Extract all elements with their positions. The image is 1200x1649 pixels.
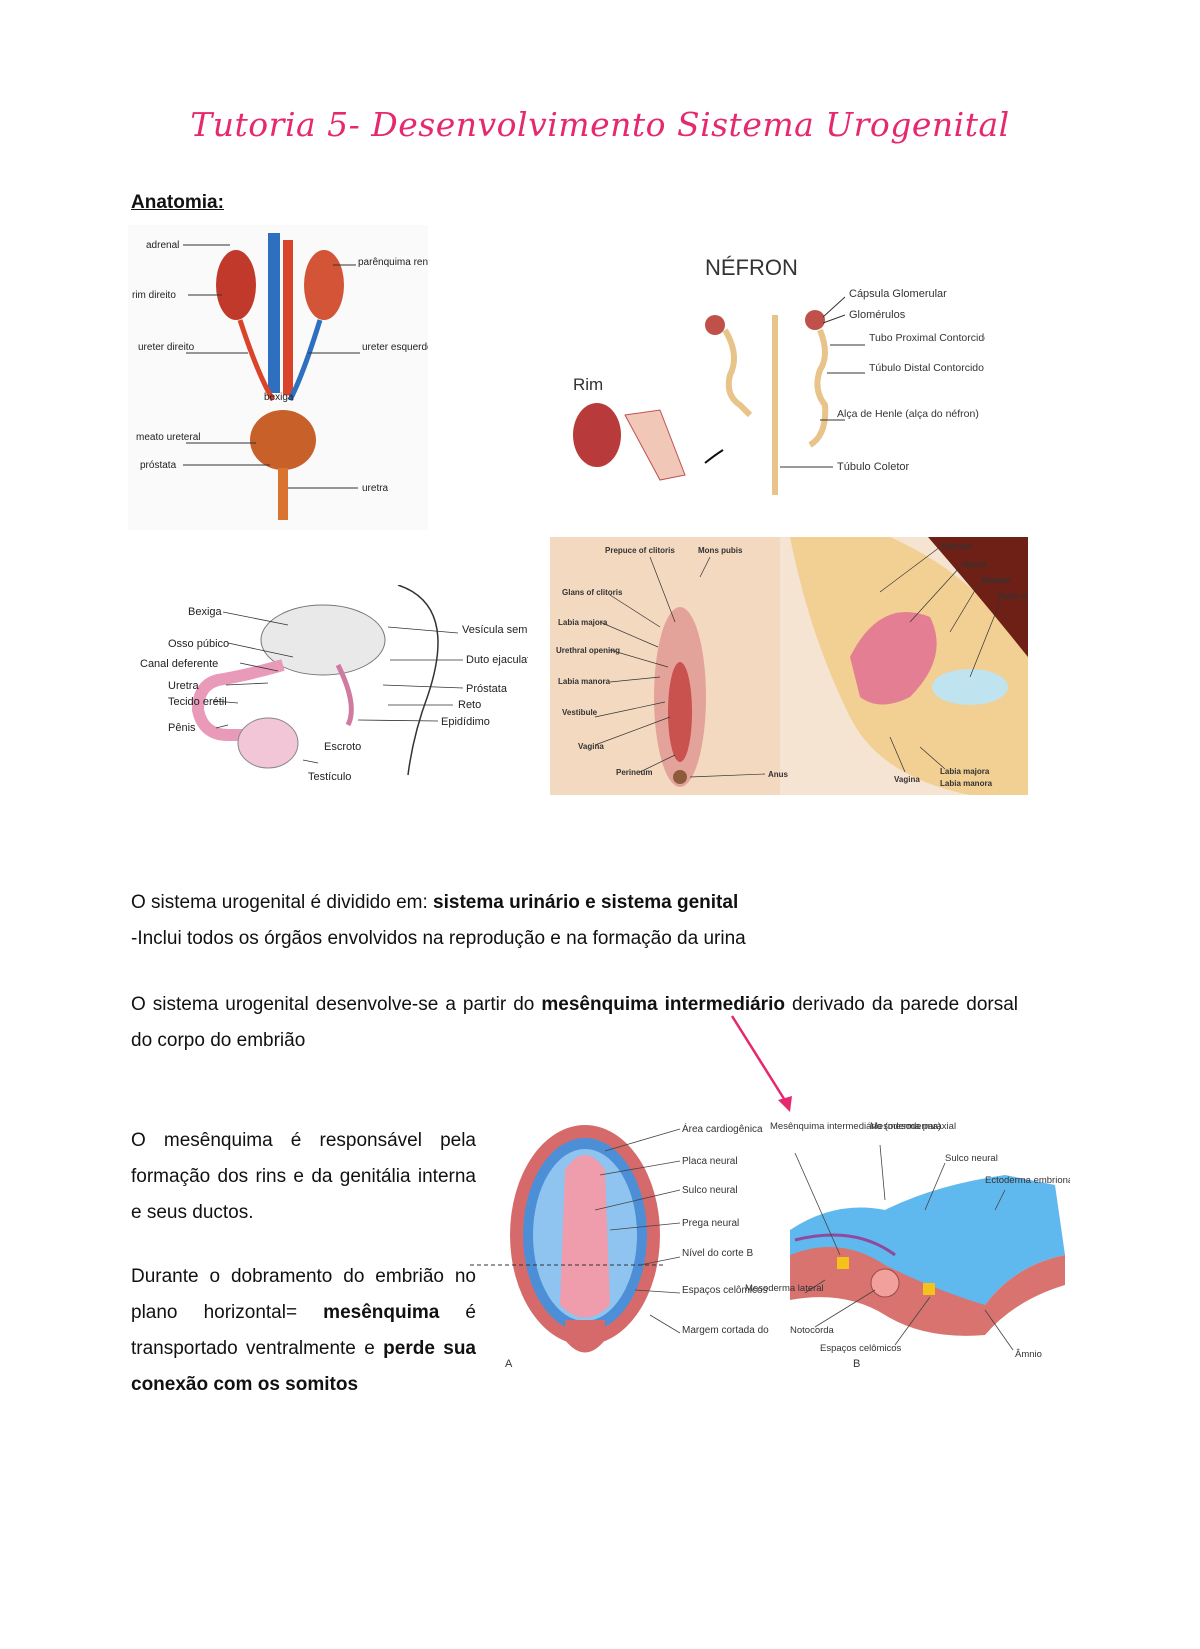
label-ureter-esquerdo: ureter esquerdo	[362, 342, 428, 353]
label-labia-majora-sag: Labia majora	[940, 767, 990, 776]
label-epididimo: Epidídimo	[441, 716, 490, 728]
p1-bold: sistema urinário e sistema genital	[433, 892, 739, 913]
label-ectoderma: Ectoderma embrionário	[985, 1175, 1070, 1186]
label-tecido-eretil: Tecido erétil	[168, 696, 227, 708]
label-penis: Pênis	[168, 722, 196, 734]
embryo-dorsal-figure: Área cardiogênica Placa neural Sulco neu…	[470, 1122, 770, 1370]
label-sulco-neural-a: Sulco neural	[682, 1185, 738, 1196]
notochord-shape	[870, 1268, 900, 1298]
neural-plate	[560, 1155, 610, 1318]
label-rectum: Rectum	[942, 542, 971, 551]
bladder-shape-f	[932, 669, 1008, 705]
label-lateral: Mesoderma lateral	[745, 1283, 824, 1294]
label-tubulo-distal: Túbulo Distal Contorcido	[869, 362, 984, 374]
label-meato: meato ureteral	[136, 432, 200, 443]
label-vagina: Vagina	[578, 742, 604, 751]
label-labia-manora: Labia manora	[558, 677, 611, 686]
label-prega-neural: Prega neural	[682, 1218, 739, 1229]
label-vestibule: Vestibule	[562, 708, 598, 717]
label-reto: Reto	[458, 699, 481, 711]
nephron-title: NÉFRON	[705, 255, 798, 280]
right-kidney-shape	[216, 250, 256, 320]
label-paraxial: Mesoderma paraxial	[870, 1121, 956, 1132]
label-vagina-sag: Vagina	[894, 775, 920, 784]
nephron-figure: NÉFRON Rim Cápsula Glomerular Glomérulos…	[573, 255, 985, 495]
kidney-label: Rim	[573, 375, 603, 394]
label-duto: Duto ejaculatório	[466, 654, 528, 666]
label-labia-majora: Labia majora	[558, 618, 608, 627]
section-heading: Anatomia:	[131, 192, 224, 213]
label-bladder: Bladder	[982, 576, 1012, 585]
testicle-shape	[237, 717, 299, 769]
female-reproductive-figure: Prepuce of clitoris Mons pubis Glans of …	[550, 537, 1028, 795]
label-parenquima: parênquima renal	[358, 257, 428, 268]
label-osso-pubico: Osso púbico	[168, 638, 229, 650]
label-prostata-m: Próstata	[466, 683, 508, 695]
label-tubulo-coletor: Túbulo Coletor	[837, 461, 909, 473]
p1-text: O sistema urogenital é dividido em:	[131, 892, 434, 913]
label-prepuce: Prepuce of clitoris	[605, 546, 675, 555]
letter-b: B	[853, 1358, 860, 1370]
label-uretra: uretra	[362, 483, 389, 494]
label-nivel-corte: Nível do corte B	[682, 1248, 753, 1259]
kidney-shape	[573, 403, 621, 467]
page-title: Tutoria 5- Desenvolvimento Sistema Uroge…	[190, 105, 1010, 144]
label-bexiga: bexiga	[264, 392, 294, 403]
paragraph-origin: O sistema urogenital desenvolve-se a par…	[131, 994, 1018, 1051]
label-glomerulos: Glomérulos	[849, 309, 906, 321]
label-labia-manora-sag: Labia manora	[940, 779, 993, 788]
label-prostata: próstata	[140, 460, 177, 471]
pink-arrow	[730, 1015, 792, 1112]
male-reproductive-figure: Bexiga Osso púbico Canal deferente Uretr…	[140, 585, 528, 783]
p3-bold: mesênquima intermediário	[541, 994, 785, 1015]
label-adrenal: adrenal	[146, 240, 179, 251]
label-capsula: Cápsula Glomerular	[849, 288, 947, 300]
label-area-cardiogenica: Área cardiogênica	[682, 1122, 763, 1135]
label-bexiga-m: Bexiga	[188, 606, 223, 618]
label-canal-deferente: Canal deferente	[140, 658, 218, 670]
paragraph-includes: -Inclui todos os órgãos envolvidos na re…	[131, 928, 746, 949]
paragraph-folding: Durante o dobramento do embrião no plano…	[131, 1266, 476, 1395]
label-mesenquima-b: Mesênquima intermediário (mesoderma)	[770, 1121, 941, 1132]
label-testiculo: Testículo	[308, 771, 351, 783]
paragraph-division: O sistema urogenital é dividido em: sist…	[131, 885, 1031, 921]
label-uretra-m: Uretra	[168, 680, 199, 692]
urinary-system-figure: adrenal parênquima renal rim direito ure…	[128, 225, 428, 530]
label-espacos-a: Espaços celômicos	[682, 1285, 768, 1296]
left-kidney-shape	[304, 250, 344, 320]
label-placa-neural: Placa neural	[682, 1156, 738, 1167]
uterus-shape	[850, 612, 937, 705]
label-glans: Glans of clitoris	[562, 588, 623, 597]
label-perineum: Perineum	[616, 768, 652, 777]
glomerulus-right	[805, 310, 825, 330]
bladder-shape	[250, 410, 316, 470]
embryo-section-figure: Mesênquima intermediário (mesoderma) Mes…	[745, 1121, 1070, 1370]
letter-a: A	[505, 1358, 513, 1370]
label-anus: Anus	[768, 770, 789, 779]
bladder-outline	[260, 604, 386, 676]
label-pubic: Pubic symphysis	[998, 592, 1028, 601]
label-uterus: Uterus	[962, 560, 988, 569]
label-vesicula: Vesícula seminal	[462, 624, 528, 636]
aorta-shape	[283, 240, 293, 395]
penis-shape	[191, 659, 285, 741]
label-escroto: Escroto	[324, 741, 361, 753]
label-mons: Mons pubis	[698, 546, 743, 555]
label-ureter-direito: ureter direito	[138, 342, 195, 353]
label-alca-henle: Alça de Henle (alça do néfron)	[837, 408, 979, 420]
label-tubo-proximal: Tubo Proximal Contorcido	[869, 332, 985, 344]
paragraph-mesenchyme: O mesênquima é responsável pela formação…	[131, 1130, 476, 1223]
vena-cava-shape	[268, 233, 280, 393]
label-notocorda: Notocorda	[790, 1325, 835, 1336]
label-urethral: Urethral opening	[556, 646, 620, 655]
label-espacos-b: Espaços celômicos	[820, 1343, 902, 1354]
glomerulus-left	[705, 315, 725, 335]
label-margem: Margem cortada do âmnio	[682, 1325, 770, 1336]
label-sulco-b: Sulco neural	[945, 1153, 998, 1164]
label-rim-direito: rim direito	[132, 290, 176, 301]
label-amnio: Âmnio	[1015, 1349, 1042, 1360]
